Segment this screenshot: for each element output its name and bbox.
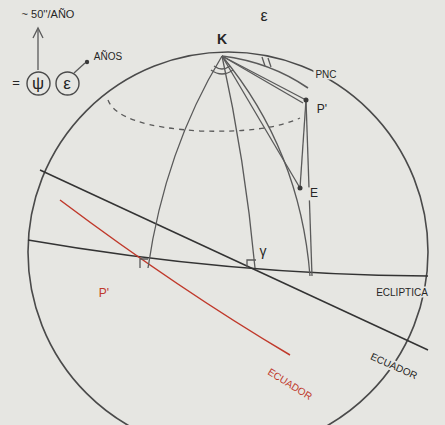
equator-line — [40, 170, 428, 350]
sphere-outline — [28, 52, 428, 425]
circle-outline — [27, 72, 50, 95]
point-dot — [85, 60, 89, 64]
leader-arrow — [37, 30, 38, 70]
diagram-label: ECLIPTICA — [374, 287, 430, 298]
circled-symbol: ψ — [26, 71, 51, 96]
diagram-label: PNC — [313, 69, 338, 80]
right-angle-mark — [140, 259, 148, 268]
dashed-parallel — [108, 100, 300, 131]
diagram-label: P' — [315, 103, 329, 116]
point-dot — [304, 98, 309, 103]
diagram-label: K — [215, 32, 229, 47]
tick-mark — [262, 57, 271, 67]
arrow-head — [33, 28, 43, 38]
meridian-line — [222, 56, 255, 268]
circle-outline — [56, 72, 79, 95]
diagram-label: P' — [97, 287, 111, 300]
meridian-line — [148, 56, 222, 268]
precessed-equator-line — [60, 200, 290, 355]
diagram-label: AÑOS — [92, 51, 124, 62]
angle-arc — [211, 70, 233, 74]
diagram-label: = — [10, 76, 22, 90]
diagram-label: ~ 50''/AÑO — [20, 8, 77, 20]
diagram-label: γ — [258, 244, 269, 259]
point-dot — [298, 186, 303, 191]
diagram-label: ECUADOR — [367, 350, 421, 382]
symbol-text: ε — [63, 75, 71, 92]
diagram-label: ECUADOR — [264, 365, 316, 403]
arc-line — [300, 100, 306, 188]
meridian-line — [222, 56, 303, 103]
leader-line — [74, 63, 85, 73]
diagram-label: E — [308, 187, 320, 200]
symbol-text: ψ — [32, 75, 44, 92]
angle-arc — [214, 66, 230, 69]
meridian-line — [222, 56, 310, 276]
right-angle-mark — [247, 260, 256, 268]
obliquity-arc — [222, 56, 308, 88]
diagram-label: ε — [258, 7, 269, 25]
circled-symbol: ε — [55, 71, 80, 96]
